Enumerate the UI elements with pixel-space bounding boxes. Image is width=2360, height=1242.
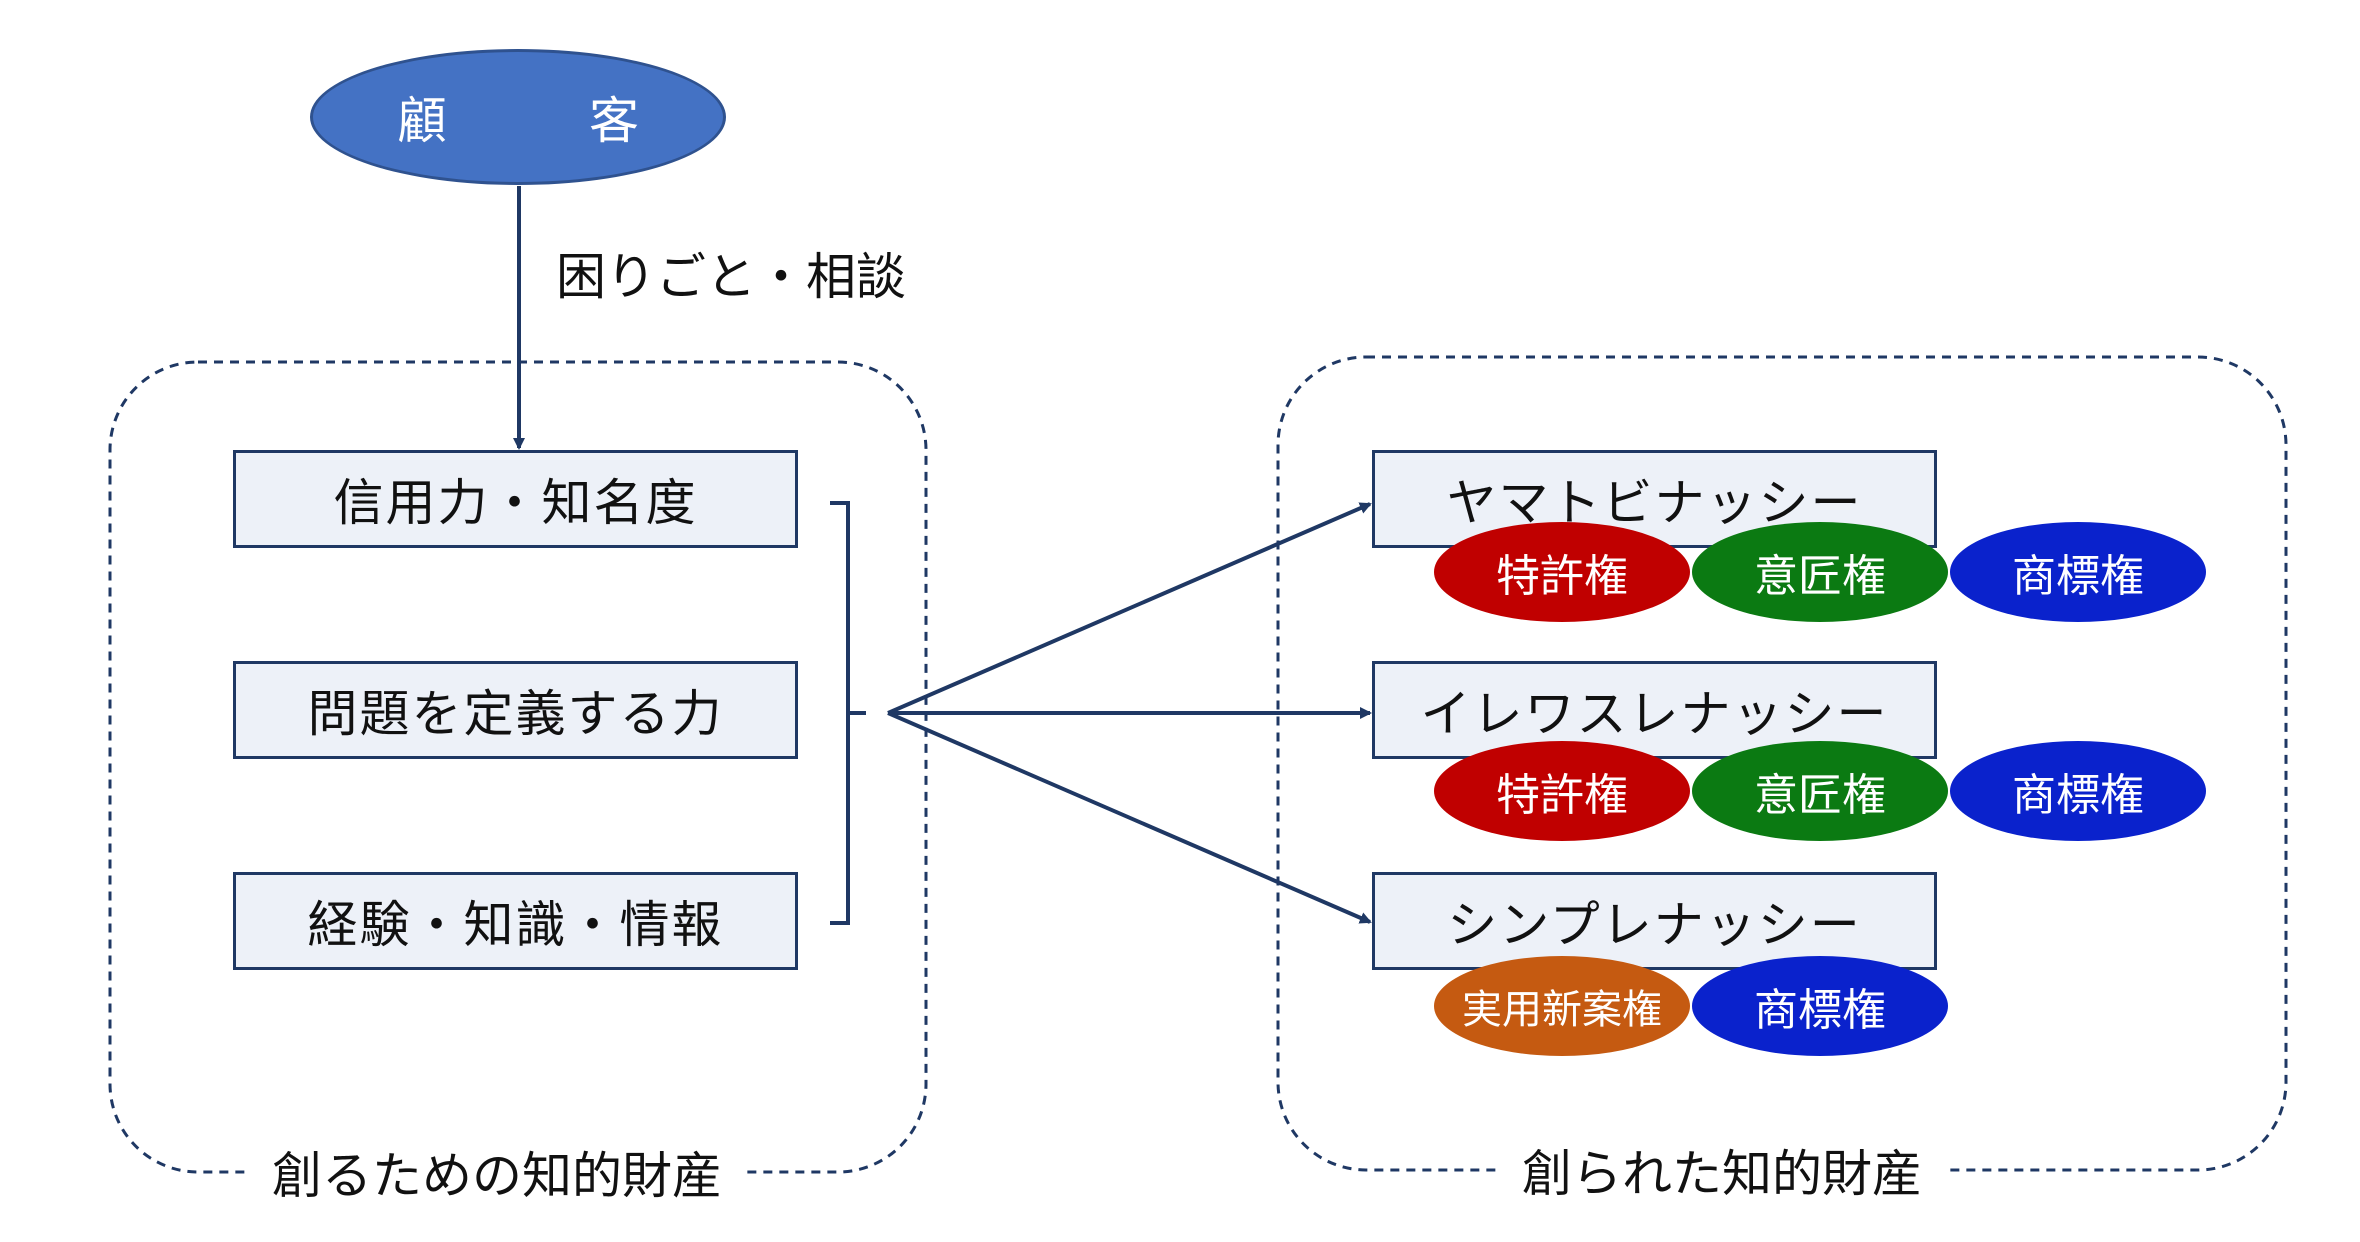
utility-model-tag: 実用新案権 [1434,956,1690,1056]
asset-label: 問題を定義する力 [307,685,724,743]
tag-label: 特許権 [1496,551,1628,602]
asset-label: 信用力・知名度 [333,474,698,532]
product-box-irewasure: イレワスレナッシー [1372,661,1937,759]
product-box-simple: シンプレナッシー [1372,872,1937,970]
customer-node: 顧 客 [310,49,726,185]
design-right-tag: 意匠権 [1692,522,1948,622]
tag-label: 商標権 [2012,770,2144,821]
design-right-tag: 意匠権 [1692,741,1948,841]
tag-label: 特許権 [1496,770,1628,821]
customer-label: 顧 客 [397,92,685,150]
left-group-caption: 創るための知的財産 [250,1134,744,1210]
product-name: シンプレナッシー [1447,896,1862,954]
arrow-to-product-3 [887,711,1372,924]
arrow-to-product-1 [887,502,1372,715]
trademark-tag: 商標権 [1950,741,2206,841]
consult-label: 困りごと・相談 [556,248,906,306]
trademark-tag: 商標権 [1950,522,2206,622]
asset-box-experience: 経験・知識・情報 [233,872,798,970]
right-group-caption: 創られた知的財産 [1500,1132,1944,1208]
tag-label: 商標権 [2012,551,2144,602]
asset-box-credibility: 信用力・知名度 [233,450,798,548]
tag-label: 実用新案権 [1462,987,1662,1033]
tag-label: 意匠権 [1754,551,1886,602]
grouping-bracket [830,501,866,925]
patent-tag: 特許権 [1434,741,1690,841]
patent-tag: 特許権 [1434,522,1690,622]
product-name: イレワスレナッシー [1420,685,1889,743]
trademark-tag: 商標権 [1692,956,1948,1056]
tag-label: 意匠権 [1754,770,1886,821]
asset-box-problem-definition: 問題を定義する力 [233,661,798,759]
asset-label: 経験・知識・情報 [307,896,724,954]
tag-label: 商標権 [1754,985,1886,1036]
